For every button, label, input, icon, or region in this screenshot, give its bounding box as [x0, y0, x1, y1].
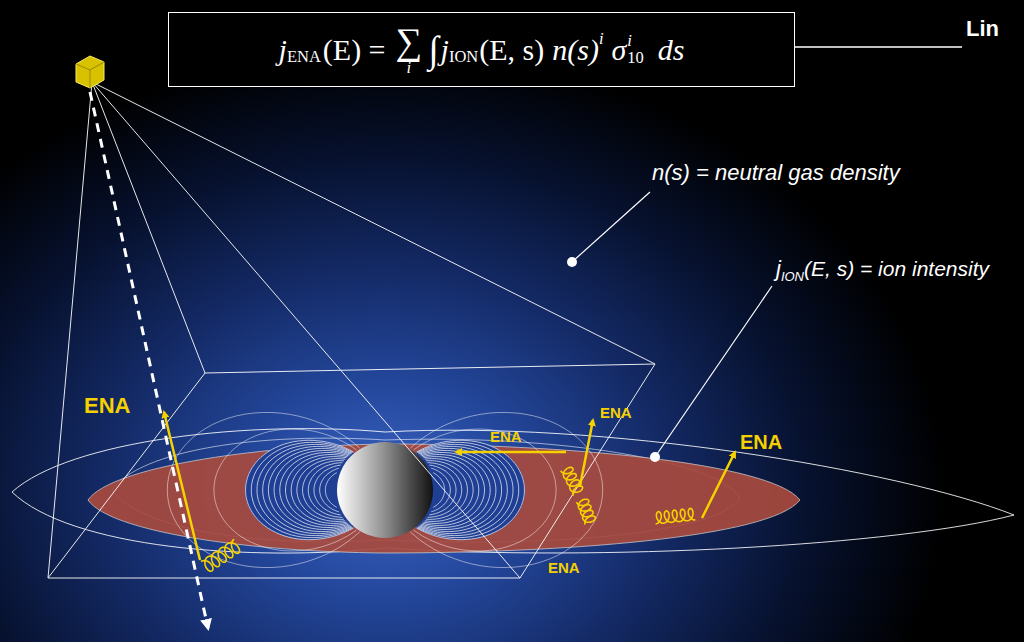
ena-label: ENA: [740, 432, 782, 452]
equation-text: (E, s): [479, 35, 544, 65]
outer-boundary: [12, 429, 1014, 553]
equation-text: n(s): [552, 35, 599, 65]
field-line: [320, 468, 339, 512]
field-line: [431, 468, 450, 512]
subscript: 10: [627, 50, 644, 67]
subscript: ION: [781, 270, 804, 283]
ena-arrow: [456, 451, 566, 454]
line-of-sight: [90, 92, 208, 628]
ena-arrow: [702, 452, 735, 518]
leader-dot: [567, 257, 577, 267]
leader-dot: [650, 452, 660, 462]
field-line: [325, 473, 336, 508]
ena-label: ENA: [84, 395, 130, 417]
ena-label: ENA: [600, 405, 632, 420]
field-line: [414, 429, 557, 551]
leader-line: [572, 192, 650, 262]
annotation: n(s) = neutral gas density: [652, 162, 900, 184]
annotation: (E, s) = ion intensity: [804, 258, 989, 279]
field-line: [214, 429, 357, 551]
header-rule: [795, 46, 962, 48]
ena-label: ENA: [490, 429, 522, 444]
equation-text: (E) =: [323, 35, 386, 65]
header-title: Lin: [966, 18, 999, 40]
ion-gyration: [201, 539, 240, 571]
field-line: [429, 465, 456, 515]
ena-label: ENA: [548, 560, 580, 575]
integral-symbol: ∫: [428, 31, 438, 69]
subscript: ION: [449, 49, 478, 66]
symbol: σ: [611, 35, 626, 65]
stacked-index: i10: [627, 33, 644, 66]
equation: jENA(E) =∑i∫jION(E, s)n(s)iσi10ds: [279, 23, 685, 77]
stacked-index: ∑i: [396, 23, 423, 77]
annotation: jION(E, s) = ion intensity: [776, 258, 989, 280]
subscript: i: [407, 60, 412, 77]
sum-symbol: ∑: [396, 23, 423, 61]
subscript: ENA: [287, 49, 321, 66]
ion-gyration: [561, 467, 583, 495]
field-line: [433, 473, 444, 508]
view-plane: [48, 364, 655, 578]
earth: [337, 442, 433, 538]
ion-gyration: [576, 499, 595, 524]
ena-arrow: [164, 412, 200, 560]
symbol: j: [776, 258, 781, 280]
equation-box: jENA(E) =∑i∫jION(E, s)n(s)iσi10ds: [168, 12, 795, 87]
symbol: ds: [658, 35, 685, 65]
field-line: [410, 413, 602, 568]
superscript: i: [627, 33, 632, 50]
field-line: [314, 465, 341, 515]
symbol: j: [279, 35, 287, 65]
ena-arrow: [580, 420, 593, 486]
view-line: [48, 82, 655, 578]
ion-gyration: [656, 508, 696, 524]
superscript: i: [599, 31, 604, 48]
symbol: j: [441, 35, 449, 65]
spacecraft: [76, 56, 104, 88]
